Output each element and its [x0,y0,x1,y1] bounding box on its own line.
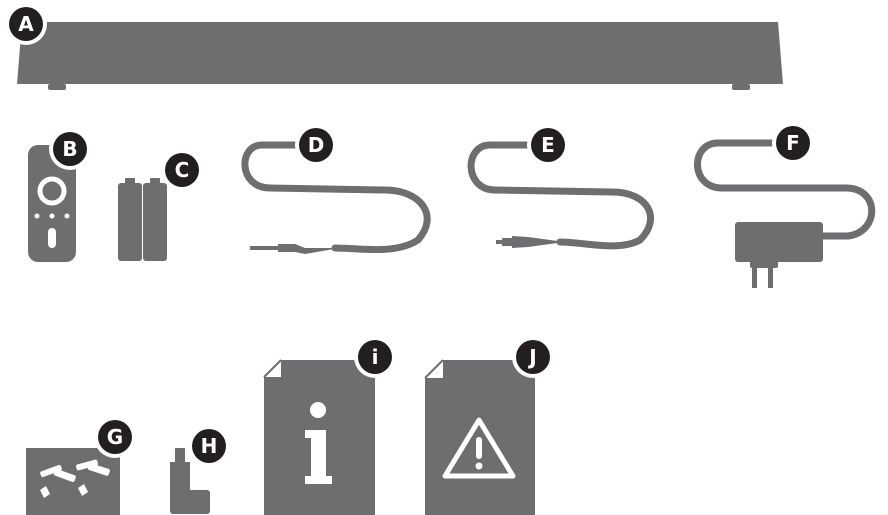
badge-h-label: H [201,434,218,458]
badge-d: D [295,124,337,166]
badge-d-label: D [308,133,325,157]
badge-i-label: i [372,345,379,369]
badge-g: G [94,416,136,458]
info-icon [310,402,326,418]
badge-f-label: F [786,131,800,155]
screws-pack-illustration [26,448,120,515]
badge-a: A [5,3,47,45]
badge-h: H [188,425,230,467]
power-adapter-illustration [697,143,871,288]
batteries-illustration [118,178,167,261]
badge-b: B [49,128,91,170]
soundbar-illustration [17,22,783,90]
badge-i: i [354,336,396,378]
badge-c-label: C [175,158,190,182]
badge-e: E [527,124,569,166]
info-document-illustration [264,360,375,515]
badge-e-label: E [541,133,555,157]
badge-g-label: G [107,425,123,449]
audio-cable-illustration [245,145,427,254]
badge-j: J [512,336,554,378]
badge-f: F [772,122,814,164]
badge-j-label: J [527,345,536,369]
safety-document-illustration [425,360,535,515]
badge-b-label: B [62,137,77,161]
badge-a-label: A [18,12,34,36]
badge-c: C [161,149,203,191]
